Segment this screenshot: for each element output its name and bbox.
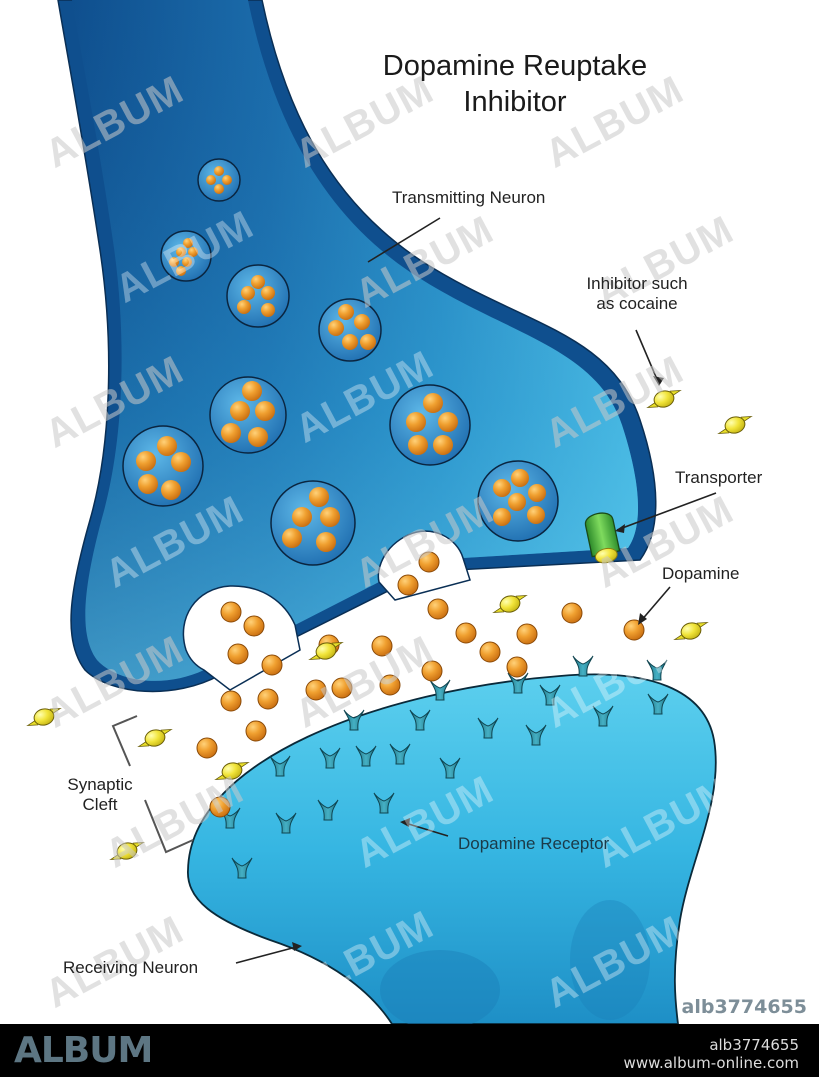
receptor xyxy=(275,812,297,834)
synaptic-vesicles xyxy=(122,158,559,566)
label-transmitting-neuron: Transmitting Neuron xyxy=(392,188,546,207)
receptor xyxy=(373,792,395,814)
receptor xyxy=(539,684,561,706)
synapse-illustration xyxy=(26,0,753,1024)
dopamine-molecule xyxy=(209,796,231,818)
dopamine-molecule xyxy=(455,622,477,644)
inhibitor-molecule xyxy=(137,728,173,748)
label-synaptic-cleft-line-2: Cleft xyxy=(82,795,118,814)
receptor xyxy=(219,807,241,829)
label-dopamine: Dopamine xyxy=(662,564,740,583)
dopamine-molecule xyxy=(220,690,242,712)
inhibitor-molecule xyxy=(492,594,528,614)
label-inhibitor-line-2: as cocaine xyxy=(596,294,678,313)
receptor xyxy=(231,857,253,879)
dopamine-molecule xyxy=(397,574,419,596)
footer-bar: ALBUM alb3774655 www.album-online.com xyxy=(0,1024,819,1077)
leader-transmitting-neuron xyxy=(367,217,441,263)
leader-receiving-neuron xyxy=(235,945,301,964)
receptor xyxy=(477,717,499,739)
dopamine-molecule xyxy=(371,635,393,657)
vesicle xyxy=(197,158,241,202)
footer-image-code: alb3774655 xyxy=(709,1036,799,1054)
receptor xyxy=(389,743,411,765)
receptor xyxy=(572,655,594,677)
dopamine-receptors xyxy=(219,655,669,879)
vesicle xyxy=(160,230,212,282)
receptor xyxy=(317,799,339,821)
label-inhibitor-line-1: Inhibitor such xyxy=(586,274,688,293)
title-line-2: Inhibitor xyxy=(463,86,567,118)
dopamine-molecule xyxy=(220,601,242,623)
free-dopamine-molecules xyxy=(196,551,645,818)
inhibitor-molecule xyxy=(26,707,62,727)
diagram-title: Dopamine Reuptake Inhibitor xyxy=(355,48,675,120)
label-synaptic-cleft: Synaptic Cleft xyxy=(60,775,140,815)
leader-dopamine xyxy=(639,586,671,623)
dopamine-molecule xyxy=(561,602,583,624)
vesicle xyxy=(389,384,471,466)
receptor xyxy=(429,679,451,701)
image-code-overlay: alb3774655 xyxy=(681,996,807,1018)
vesicle xyxy=(122,425,204,507)
transporter-protein xyxy=(584,512,621,564)
label-receiving-neuron: Receiving Neuron xyxy=(63,958,199,977)
inhibitor-molecule xyxy=(673,621,709,641)
receptor xyxy=(409,709,431,731)
receptor xyxy=(319,747,341,769)
label-dopamine-receptor: Dopamine Receptor xyxy=(458,834,610,853)
dopamine-molecule xyxy=(623,619,645,641)
dopamine-molecule xyxy=(196,737,218,759)
receptor xyxy=(592,705,614,727)
footer-brand-logo: ALBUM xyxy=(14,1030,153,1071)
inhibitor-molecule xyxy=(308,641,344,661)
leader-transporter xyxy=(616,492,717,531)
dopamine-molecule xyxy=(331,677,353,699)
inhibitor-molecule xyxy=(109,841,145,861)
receptor xyxy=(269,755,291,777)
inhibitor-molecule xyxy=(717,415,753,435)
dopamine-molecule xyxy=(245,720,267,742)
vesicle xyxy=(209,376,287,454)
synaptic-cleft-bracket-bottom xyxy=(144,799,194,854)
receptor xyxy=(646,659,668,681)
synaptic-cleft-bracket-top xyxy=(111,715,138,767)
vesicle xyxy=(226,264,290,328)
dopamine-molecule xyxy=(257,688,279,710)
inhibitor-molecules xyxy=(26,389,753,861)
dopamine-molecule xyxy=(227,643,249,665)
leader-lines xyxy=(111,217,717,964)
inhibitor-molecule xyxy=(646,389,682,409)
vesicle xyxy=(477,460,559,542)
footer-url: www.album-online.com xyxy=(623,1054,799,1072)
dopamine-molecule xyxy=(421,660,443,682)
receptor xyxy=(647,693,669,715)
dopamine-molecule xyxy=(243,615,265,637)
receptor xyxy=(343,709,365,731)
dopamine-molecule xyxy=(379,674,401,696)
label-inhibitor: Inhibitor such as cocaine xyxy=(578,274,696,314)
label-transporter: Transporter xyxy=(675,468,763,487)
vesicle xyxy=(270,480,356,566)
dopamine-molecule xyxy=(506,656,528,678)
leader-inhibitor xyxy=(635,329,660,385)
label-synaptic-cleft-line-1: Synaptic xyxy=(67,775,133,794)
receptor xyxy=(355,745,377,767)
dopamine-molecule xyxy=(516,623,538,645)
receptor xyxy=(507,672,529,694)
dopamine-molecule xyxy=(479,641,501,663)
dopamine-molecule xyxy=(261,654,283,676)
dopamine-molecule xyxy=(305,679,327,701)
receptor xyxy=(525,724,547,746)
dopamine-molecule xyxy=(427,598,449,620)
leader-dopamine-receptor xyxy=(401,821,449,837)
inhibitor-molecule xyxy=(214,761,250,781)
receptor xyxy=(439,757,461,779)
vesicle xyxy=(318,298,382,362)
title-line-1: Dopamine Reuptake xyxy=(382,50,648,82)
dopamine-molecule xyxy=(418,551,440,573)
